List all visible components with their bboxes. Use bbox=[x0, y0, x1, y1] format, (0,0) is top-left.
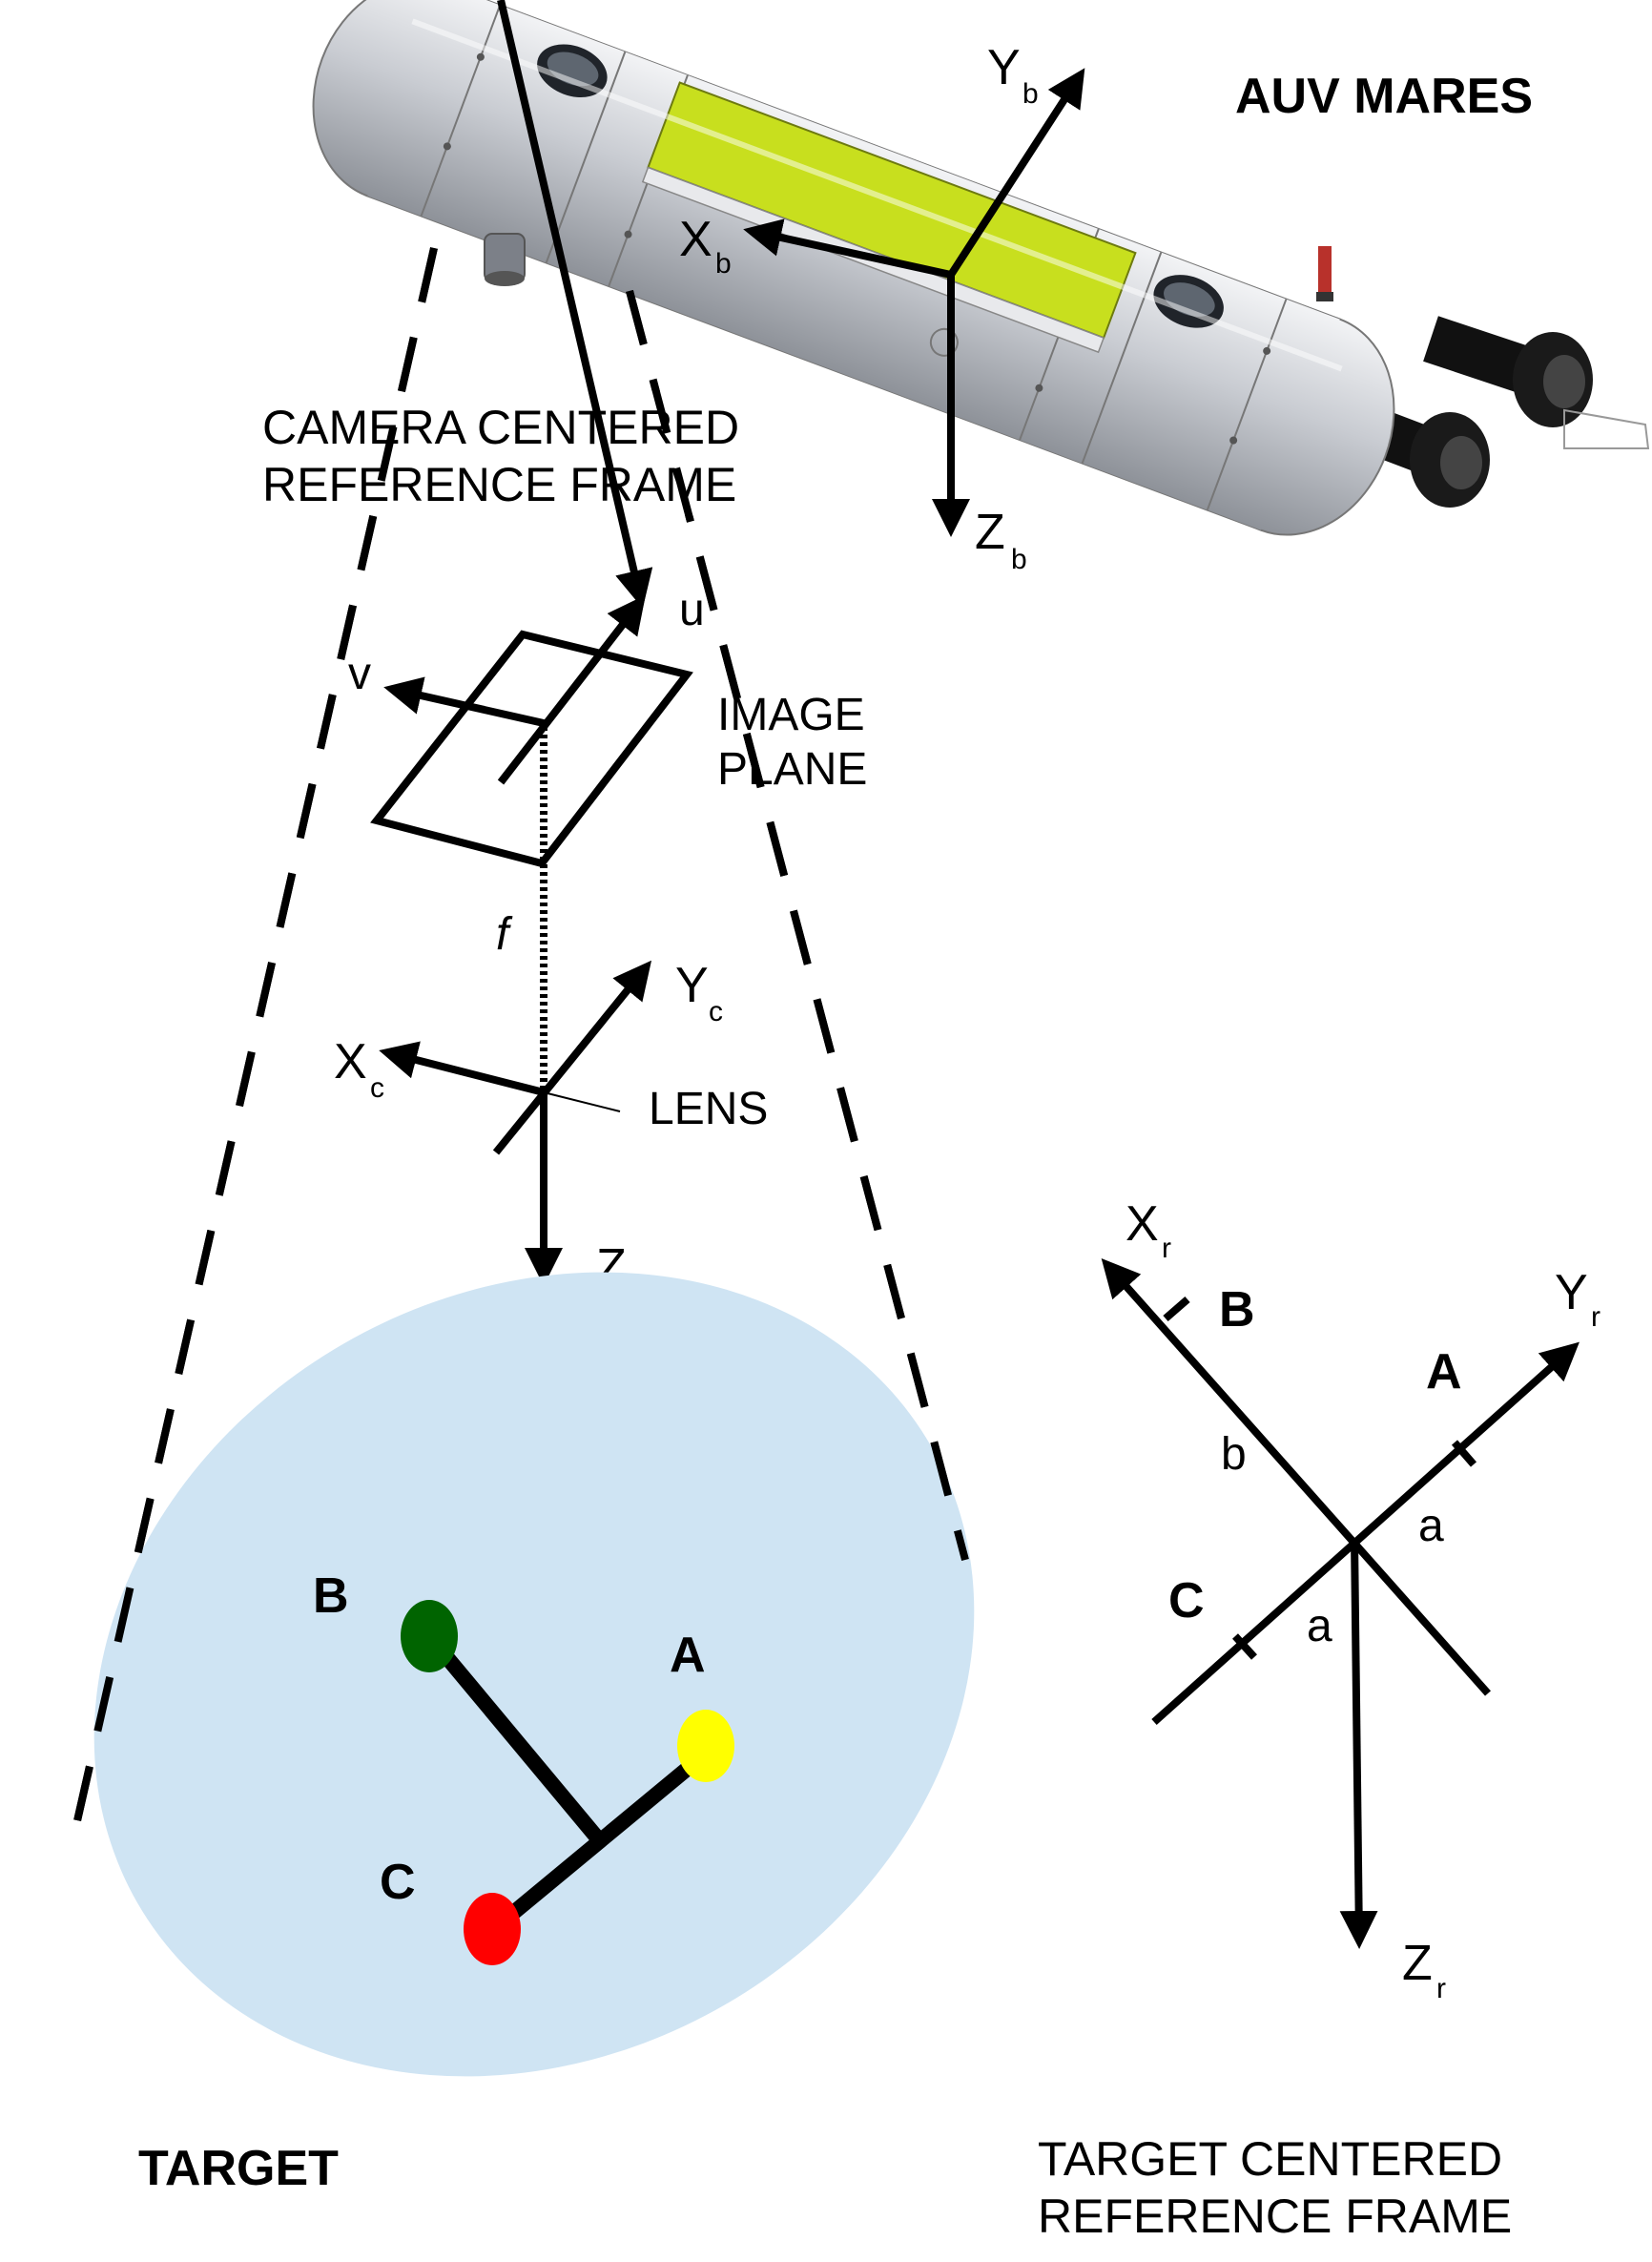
image-axis-u bbox=[497, 0, 653, 609]
camera-frame-label-line2: REFERENCE FRAME bbox=[262, 458, 736, 511]
target-marker-a bbox=[677, 1710, 734, 1782]
image-plane-axes bbox=[383, 0, 653, 727]
camera-axis-y-label: Y bbox=[675, 958, 709, 1013]
lens-label: LENS bbox=[649, 1084, 768, 1134]
reference-label-c: C bbox=[1168, 1573, 1205, 1629]
camera-axes bbox=[379, 960, 652, 1286]
auv-title: AUV MARES bbox=[1235, 69, 1533, 124]
reference-axis-x-sub: r bbox=[1162, 1233, 1171, 1264]
target-marker-b-label: B bbox=[313, 1568, 349, 1624]
reference-axes bbox=[1101, 1258, 1580, 1949]
image-axis-v-label: v bbox=[348, 649, 371, 699]
auv-antenna bbox=[1318, 246, 1332, 301]
target-marker-a-label: A bbox=[670, 1628, 706, 1683]
target-frame-label-line1: TARGET CENTERED bbox=[1038, 2132, 1502, 2186]
image-plane-label-line2: PLANE bbox=[717, 744, 867, 795]
focal-length-label: f bbox=[496, 909, 513, 960]
auv-vehicle bbox=[312, 0, 1650, 536]
camera-axis-x-label: X bbox=[334, 1034, 367, 1089]
body-axis-x bbox=[743, 218, 952, 279]
image-axis-v bbox=[383, 676, 545, 727]
reference-axis-y-sub: r bbox=[1591, 1301, 1600, 1333]
target-frame-label-line2: REFERENCE FRAME bbox=[1038, 2189, 1512, 2243]
body-axis-x-sub: b bbox=[715, 248, 732, 280]
body-axes bbox=[743, 68, 1085, 537]
body-axis-y bbox=[947, 68, 1085, 278]
target-area bbox=[93, 1272, 975, 2077]
reference-axis-z bbox=[1339, 1537, 1378, 1949]
target-marker-c-label: C bbox=[380, 1855, 416, 1910]
lens-pointer bbox=[543, 1091, 621, 1112]
body-axis-y-label: Y bbox=[987, 40, 1021, 95]
reference-length-a-lower: a bbox=[1307, 1601, 1332, 1651]
reference-length-b: b bbox=[1221, 1429, 1247, 1480]
camera-axis-y bbox=[492, 960, 652, 1155]
reference-axis-y-label: Y bbox=[1555, 1265, 1588, 1320]
body-axis-y-sub: b bbox=[1022, 78, 1039, 110]
reference-axis-x-label: X bbox=[1125, 1196, 1159, 1252]
target-marker-c bbox=[464, 1893, 521, 1965]
body-axis-z-label: Z bbox=[975, 505, 1005, 560]
reference-axis-z-label: Z bbox=[1402, 1936, 1433, 1991]
camera-axis-x-sub: c bbox=[370, 1072, 384, 1104]
target-label: TARGET bbox=[138, 2141, 339, 2196]
image-plane-label-line1: IMAGE bbox=[717, 690, 865, 740]
image-plane bbox=[370, 630, 693, 868]
reference-label-a: A bbox=[1426, 1344, 1462, 1400]
camera-axis-x bbox=[379, 1041, 545, 1096]
target-marker-b bbox=[401, 1600, 458, 1672]
reference-label-b: B bbox=[1219, 1282, 1255, 1338]
image-axis-u-label: u bbox=[679, 585, 705, 635]
body-axis-x-label: X bbox=[679, 212, 712, 267]
reference-axis-x bbox=[1101, 1258, 1491, 1696]
target-markers-links bbox=[423, 1630, 707, 1934]
reference-axis-y bbox=[1151, 1341, 1580, 1725]
camera-axis-y-sub: c bbox=[709, 996, 723, 1027]
reference-length-a-upper: a bbox=[1418, 1501, 1444, 1551]
body-axis-z-sub: b bbox=[1011, 544, 1027, 575]
thruster-upper bbox=[1423, 316, 1593, 427]
reference-axis-z-sub: r bbox=[1436, 1973, 1446, 2004]
